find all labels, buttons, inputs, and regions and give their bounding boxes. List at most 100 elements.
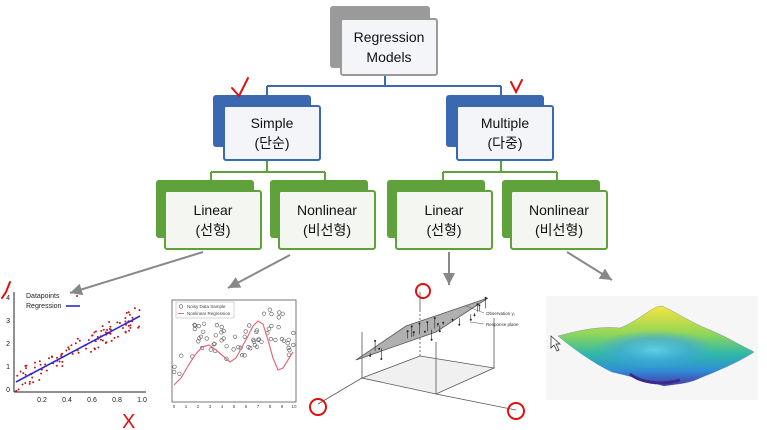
plane-observations [369,296,487,360]
nonlinear-legend-regression: Nonlinear Regression [187,311,231,316]
multiple-linear-line2: (선형) [426,222,462,238]
linear-datapoint [17,388,20,391]
nonlinear-datapoint [276,315,281,320]
linear-datapoint [34,361,36,364]
multiple-linear-node: Linear (선형) [387,180,495,252]
linear-datapoint [91,334,94,337]
linear-y-tick-0: 0 [6,387,10,394]
circle-annotation-plane-left [309,398,327,416]
simple-nonlinear-card: Nonlinear (비선형) [278,190,376,250]
linear-datapoint [127,324,130,327]
nonlinear-datapoint [192,322,197,327]
linear-x-tick-1: 0.4 [62,397,72,404]
plane-observation-point [469,318,472,321]
plane-observation-point [378,347,381,350]
nonlinear-datapoint [177,371,182,376]
linear-datapoint [129,326,132,329]
annotation-x-mark: X [122,411,135,430]
plane-observation-point [430,338,433,341]
linear-y-tick-3: 3 [6,318,10,325]
nonlinear-datapoint [277,310,282,315]
linear-datapoint [68,348,71,351]
linear-datapoint [99,338,102,341]
nonlinear-datapoint [211,342,216,347]
linear-datapoint [85,347,88,350]
linear-datapoint [67,346,70,349]
nonlinear-datapoint [268,337,274,342]
linear-datapoint [109,332,112,335]
linear-datapoint [70,344,73,347]
nonlinear-datapoint [201,329,206,334]
plane-observation-point [476,303,479,306]
nonlinear-datapoint [286,345,291,351]
nonlinear-datapoint [192,326,197,332]
linear-datapoint [108,321,111,323]
linear-datapoint [25,364,28,367]
linear-datapoint [51,356,54,358]
nonlinear-regression-curve [173,320,294,386]
linear-datapoint [108,328,111,330]
circle-annotation-plane-top [415,283,431,299]
label-leader-plane [469,321,485,325]
nonlinear-plot: Noisy Data Sample Nonlinear Regression 0… [171,299,297,409]
nonlinear-datapoint [276,325,281,330]
linear-datapoint [74,342,77,345]
linear-datapoint [22,372,25,375]
linear-x-tick-2: 0.6 [87,397,97,404]
nonlinear-surface-plot [546,296,758,400]
linear-datapoint [124,317,127,319]
nonlinear-x-tick: 4 [221,404,224,409]
plane-box-floor [360,355,496,395]
linear-datapoint [38,378,41,381]
circle-annotation-plane-right [507,402,525,420]
plane-observation-point [473,314,476,317]
nonlinear-plot-frame [171,299,297,403]
connector-simple-children [210,160,326,182]
linear-x-tick-3: 0.8 [112,397,122,404]
checkmark-linear-plot [1,281,11,299]
nonlinear-datapoint [214,323,219,328]
plane-axis-x [317,377,363,405]
linear-datapoint [106,328,109,331]
multiple-nonlinear-card: Nonlinear (비선형) [510,190,608,250]
simple-line2: (단순) [254,135,290,151]
nonlinear-datapoint [212,341,217,346]
nonlinear-datapoint [273,337,278,343]
multiple-line1: Multiple [480,115,530,131]
simple-nonlinear-line1: Nonlinear [297,202,357,218]
nonlinear-x-tick: 0 [173,404,176,409]
linear-datapoint [71,352,74,355]
nonlinear-datapoint [251,339,256,344]
checkmark-multiple [510,79,523,95]
nonlinear-x-tick: 7 [257,404,260,409]
nonlinear-datapoint [287,348,292,353]
linear-datapoint [87,339,90,341]
linear-datapoint [76,337,79,340]
linear-datapoint [101,325,104,328]
plane-observation-point [436,323,439,325]
simple-linear-line2: (선형) [195,222,231,238]
nonlinear-legend-box [175,301,235,319]
plane-observation-point [418,322,421,325]
linear-datapoint [118,322,121,325]
linear-datapoint [25,367,27,370]
linear-datapoint [60,353,63,356]
linear-datapoint [44,363,47,366]
nonlinear-datapoint [269,323,274,329]
nonlinear-datapoint [279,336,285,342]
linear-datapoint [122,327,124,329]
nonlinear-datapoint [243,329,248,334]
nonlinear-datapoint [179,353,184,358]
nonlinear-datapoint [266,326,272,332]
simple-linear-line1: Linear [193,202,233,218]
nonlinear-x-tick: 6 [245,404,248,409]
nonlinear-datapoint [242,353,247,358]
nonlinear-datapoint [219,330,224,335]
nonlinear-x-tick: 9 [281,404,284,409]
plane-observation-point [458,323,461,326]
nonlinear-legend-marker [178,304,184,309]
plane-observation-point [406,330,409,333]
linear-y-tick-1: 1 [6,364,10,371]
